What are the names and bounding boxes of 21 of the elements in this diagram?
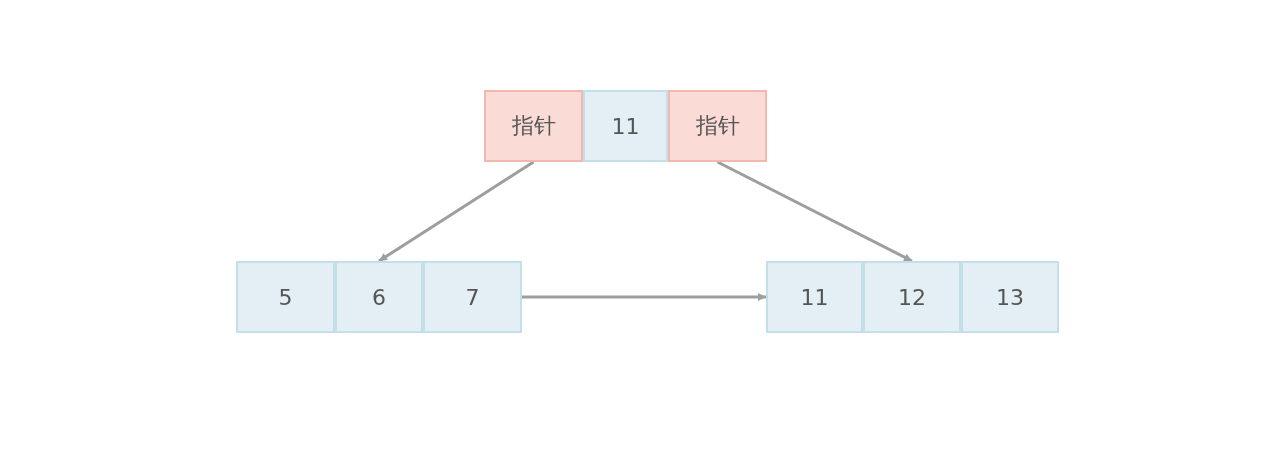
arrow <box>378 160 535 263</box>
array-cell <box>583 90 668 162</box>
array-cell <box>961 261 1059 333</box>
array-cell <box>484 90 583 162</box>
cell-text: 指针 <box>511 112 556 140</box>
cell-text: 5 <box>278 284 293 310</box>
cell-text: 13 <box>996 284 1024 310</box>
array-cell <box>335 261 423 333</box>
arrow <box>522 293 766 301</box>
arrow <box>716 160 913 263</box>
array-cell <box>766 261 863 333</box>
cell-text: 11 <box>800 284 829 310</box>
array-cell <box>236 261 335 333</box>
cell-text: 11 <box>611 113 640 139</box>
array-cell <box>423 261 522 333</box>
array-cell <box>863 261 961 333</box>
cell-text: 6 <box>372 284 386 310</box>
cell-text: 12 <box>898 284 926 310</box>
cell-text: 指针 <box>695 112 740 140</box>
array-cell <box>668 90 767 162</box>
cell-text: 7 <box>465 284 480 310</box>
